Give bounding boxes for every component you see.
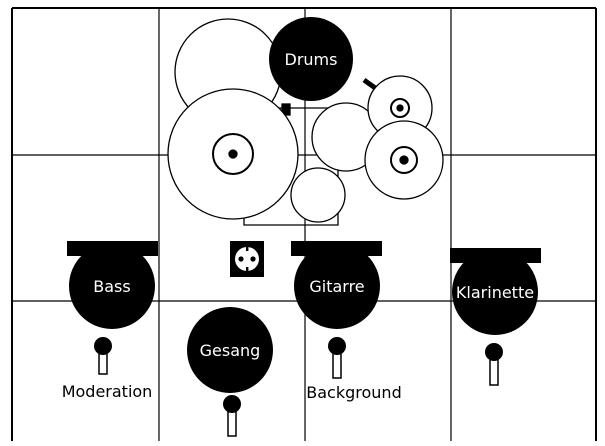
member-vocals-circle [187, 307, 273, 393]
member-vocals-label: Gesang [200, 341, 261, 360]
member-drums-label: Drums [285, 50, 338, 69]
microphone-icon [94, 337, 112, 375]
power-outlet-icon [230, 241, 264, 277]
member-guitar-label: Gitarre [309, 277, 364, 296]
floor-tom [290, 167, 346, 223]
drum-kit [167, 18, 444, 226]
member-clarinet: Klarinette [450, 248, 541, 335]
bass-drum-center [228, 149, 238, 159]
member-bass: Bass [67, 241, 158, 329]
microphone-icon [485, 343, 503, 386]
member-vocals: Gesang [187, 307, 273, 393]
microphone-icon [223, 395, 241, 437]
member-clarinet-circle [452, 249, 538, 335]
microphone-icon [328, 337, 346, 379]
member-guitar: Gitarre [291, 241, 382, 329]
member-guitar-circle [294, 243, 380, 329]
ride-cymbal-center [399, 155, 409, 165]
member-drums-circle [269, 17, 353, 101]
member-bass-label: Bass [93, 277, 130, 296]
mic-label-background: Background [306, 383, 401, 402]
member-clarinet-label: Klarinette [456, 283, 534, 302]
mic-label-moderation: Moderation [62, 382, 153, 401]
member-drums: Drums [269, 17, 353, 101]
hihat-stand [281, 103, 291, 116]
member-bass-circle [69, 243, 155, 329]
ride-cymbal-small-center [396, 104, 404, 112]
